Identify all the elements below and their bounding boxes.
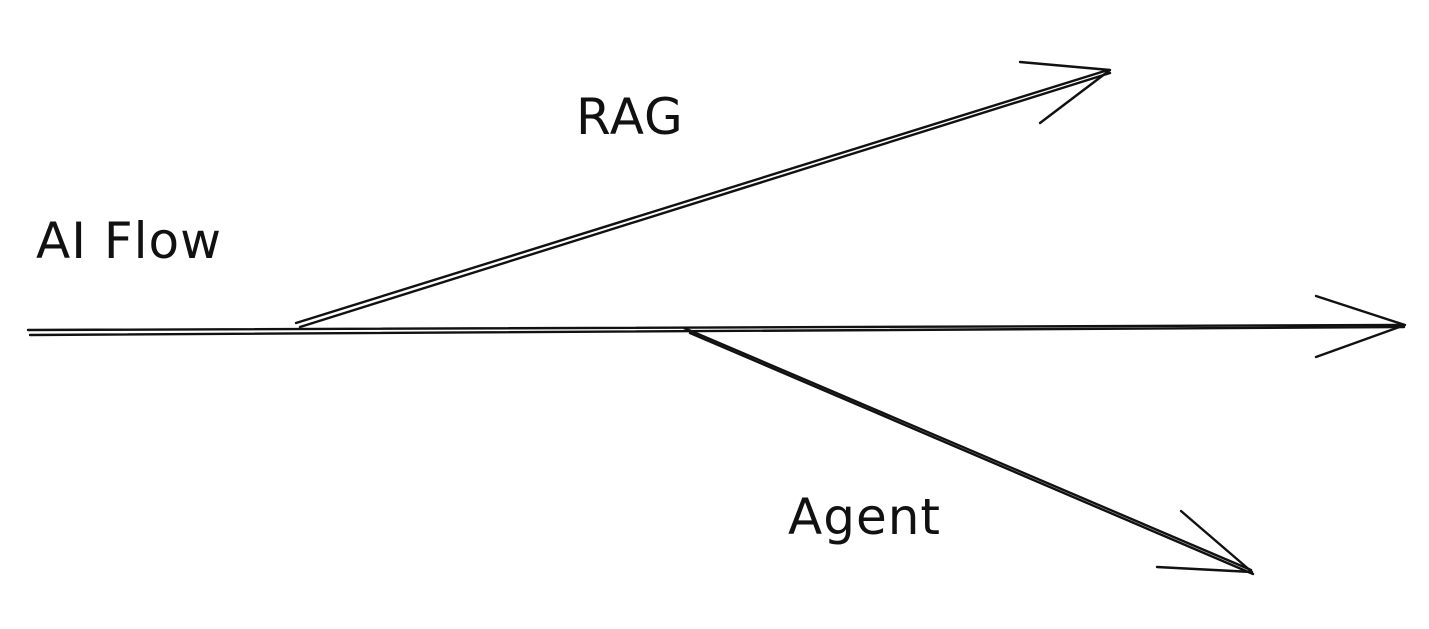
rag-arrowhead <box>1018 60 1112 125</box>
agent-arrowhead <box>1155 509 1254 574</box>
agent-label: Agent <box>788 488 941 546</box>
rag-branch-arrow <box>294 60 1112 329</box>
rag-label: RAG <box>576 88 684 146</box>
main-flow-arrow <box>26 294 1407 359</box>
main-flow-arrowhead <box>1314 294 1407 359</box>
main-flow-label: AI Flow <box>36 212 222 270</box>
agent-branch-arrow <box>682 326 1255 576</box>
